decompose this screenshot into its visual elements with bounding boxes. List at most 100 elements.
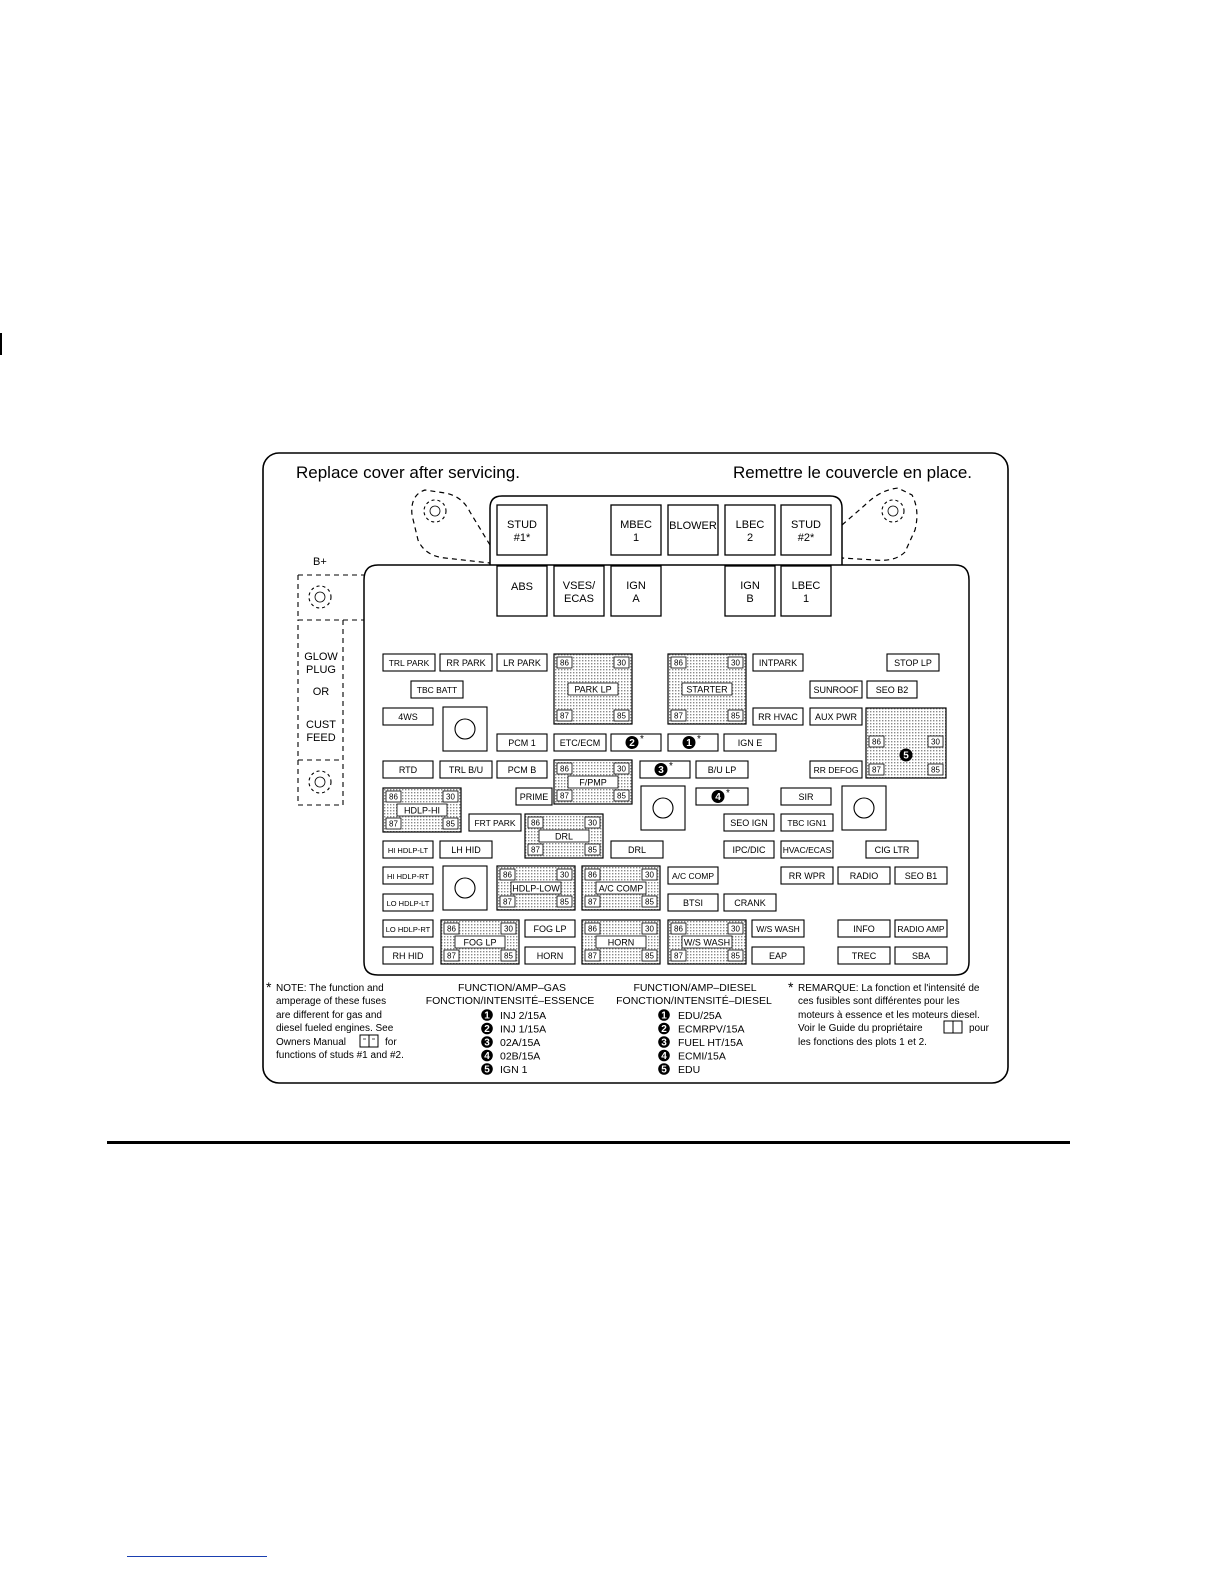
relay-label: A/C COMP bbox=[599, 884, 644, 894]
big-fuse-label: A bbox=[632, 593, 640, 605]
marker-slot-2: 2* bbox=[610, 733, 662, 752]
fuse-seo-b2: SEO B2 bbox=[866, 680, 918, 699]
fuse-lh-hid: LH HID bbox=[439, 840, 493, 859]
relay-pin-label: 85 bbox=[731, 952, 740, 961]
relay-pin-label: 86 bbox=[447, 925, 456, 934]
relay-label: PARK LP bbox=[574, 685, 611, 695]
marker-slot-1: 1* bbox=[667, 733, 719, 752]
note-left-line-2: amperage of these fuses bbox=[276, 996, 386, 1007]
fuse-label: DRL bbox=[628, 845, 646, 855]
marker-number: 3 bbox=[658, 765, 664, 776]
fuse-lr-park: LR PARK bbox=[496, 653, 548, 672]
fuse-sunroof: SUNROOF bbox=[809, 680, 863, 699]
big-fuse-vses-ecas: VSES/ECAS bbox=[553, 565, 605, 617]
relay-label: F/PMP bbox=[579, 778, 607, 788]
fuse-label: LR PARK bbox=[503, 658, 541, 668]
fuse-rr-hvac: RR HVAC bbox=[752, 707, 804, 726]
note-right-line-5: pour bbox=[969, 1023, 990, 1034]
relay-pin-label: 85 bbox=[617, 792, 626, 801]
glow-plug-outline bbox=[297, 619, 344, 806]
fuse-rr-park: RR PARK bbox=[439, 653, 493, 672]
page-edge-mark bbox=[0, 333, 2, 355]
fuse-rr-wpr: RR WPR bbox=[780, 866, 834, 885]
note-left-line-5: Owners Manual bbox=[276, 1037, 346, 1048]
note-right-line-1: REMARQUE: La fonction et l'intensité de bbox=[798, 983, 980, 994]
fuse-label: RR HVAC bbox=[758, 712, 798, 722]
fuse-trec: TREC bbox=[837, 946, 891, 965]
big-fuse-label: IGN bbox=[740, 580, 760, 592]
fuse-hvac-ecas: HVAC/ECAS bbox=[780, 840, 834, 859]
fuse-label: W/S WASH bbox=[756, 924, 800, 934]
relay-label: W/S WASH bbox=[684, 938, 730, 948]
marker-2-icon bbox=[625, 736, 639, 749]
relay-pin-label: 87 bbox=[588, 898, 597, 907]
legend-diesel-title-2: FONCTION/INTENSITÉ–DIESEL bbox=[616, 994, 772, 1007]
marker-number: 2 bbox=[629, 738, 635, 749]
fuse-label: CRANK bbox=[734, 898, 766, 908]
fuse-label: A/C COMP bbox=[672, 871, 714, 881]
marker-1-icon bbox=[481, 1009, 493, 1021]
marker-1-icon bbox=[658, 1009, 670, 1021]
marker-number: 5 bbox=[661, 1065, 667, 1076]
fuse-label: RR PARK bbox=[446, 658, 485, 668]
marker-2-icon bbox=[481, 1022, 493, 1035]
marker-star: * bbox=[726, 788, 730, 799]
legend-gas-title-1: FUNCTION/AMP–GAS bbox=[458, 982, 566, 994]
relay-pin-label: 87 bbox=[531, 846, 540, 855]
fuse-trl-park: TRL PARK bbox=[382, 653, 436, 672]
fuse-a-c-comp: A/C COMP bbox=[667, 866, 719, 885]
side-label-or: OR bbox=[313, 686, 330, 698]
relay-label: STARTER bbox=[686, 685, 728, 695]
fuse-label: HI HDLP-LT bbox=[388, 846, 429, 855]
fuse-label: RR WPR bbox=[789, 871, 826, 881]
fuse-sir: SIR bbox=[780, 787, 832, 806]
legend-gas-title-2: FONCTION/INTENSITÉ–ESSENCE bbox=[426, 994, 595, 1007]
relay-pin-label: 86 bbox=[560, 765, 569, 774]
fuse-eap: EAP bbox=[751, 946, 805, 965]
fuse-label: SEO B1 bbox=[905, 871, 938, 881]
fuse-label: CIG LTR bbox=[875, 845, 910, 855]
legend-item-label: IGN 1 bbox=[500, 1064, 528, 1076]
big-fuse-label: #2* bbox=[798, 532, 815, 544]
glow-plug-stud-icon bbox=[308, 770, 332, 794]
fuse-label: 4WS bbox=[398, 712, 418, 722]
b-plus-stud-icon bbox=[308, 585, 332, 609]
relay-pin-label: 86 bbox=[872, 738, 881, 747]
fuse-hi-hdlp-rt: HI HDLP-RT bbox=[382, 866, 434, 885]
spare-hole-3 bbox=[841, 785, 887, 831]
left-mount-ear bbox=[411, 489, 491, 564]
marker-3-icon bbox=[481, 1036, 493, 1048]
big-fuse-label: LBEC bbox=[736, 519, 765, 531]
glow-plug-stud-inner bbox=[314, 776, 326, 788]
fuse-label: SIR bbox=[798, 792, 814, 802]
big-fuse-label: BLOWER bbox=[669, 520, 717, 532]
relay-pin-label: 85 bbox=[446, 820, 455, 829]
fuse-label: LH HID bbox=[451, 845, 481, 855]
fuse-intpark: INTPARK bbox=[752, 653, 804, 672]
legend-item-label: ECMI/15A bbox=[678, 1051, 726, 1063]
marker-4-icon bbox=[658, 1049, 670, 1062]
marker-slot-3: 3* bbox=[639, 760, 691, 779]
fuse-fog-lp: FOG LP bbox=[524, 919, 576, 938]
marker-2-icon bbox=[658, 1022, 670, 1035]
fuse-rh-hid: RH HID bbox=[382, 946, 434, 965]
fuse-cig-ltr: CIG LTR bbox=[865, 840, 919, 859]
fuse-label: PCM B bbox=[508, 765, 537, 775]
big-fuse-label: VSES/ bbox=[563, 580, 596, 592]
relay-pin-label: 87 bbox=[674, 952, 683, 961]
relay-pin-label: 85 bbox=[588, 846, 597, 855]
legend-item-label: ECMRPV/15A bbox=[678, 1024, 745, 1036]
fuse-stop-lp: STOP LP bbox=[886, 653, 940, 672]
big-fuse-label: IGN bbox=[626, 580, 646, 592]
spare-hole-4 bbox=[442, 865, 488, 911]
fuse-label: TBC IGN1 bbox=[787, 818, 826, 828]
relay-pin-label: 85 bbox=[731, 712, 740, 721]
